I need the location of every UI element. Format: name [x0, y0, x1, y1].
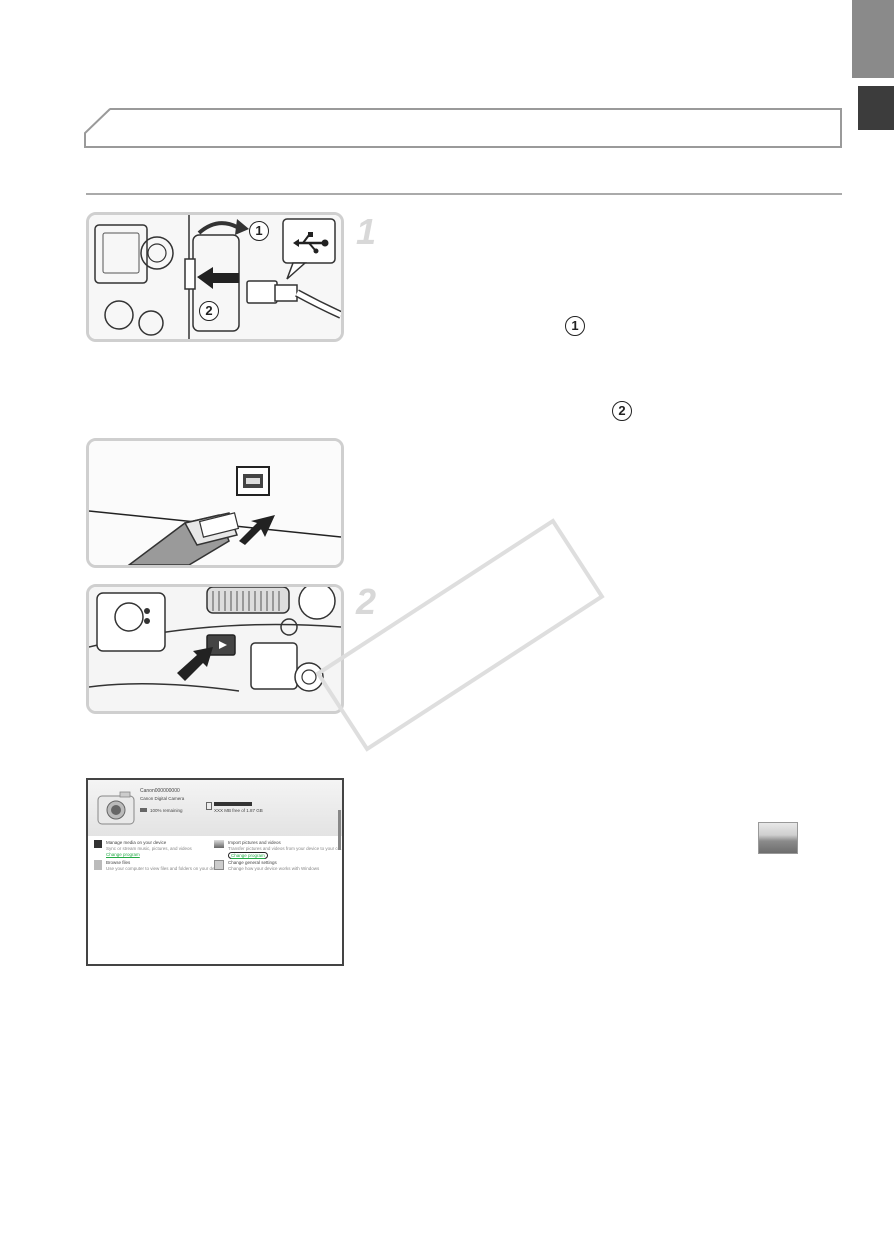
storage-bar	[214, 802, 252, 806]
camera-top-illustration	[89, 587, 341, 711]
inline-callout-2: 2	[612, 401, 632, 421]
figure-playback-button	[86, 584, 344, 714]
item-title[interactable]: Import pictures and videos	[228, 840, 281, 845]
figure-autoplay-dialog: Canon000000000 Canon Digital Camera 100%…	[86, 778, 344, 966]
step-number-1: 1	[356, 211, 377, 252]
callout-1: 1	[249, 221, 269, 241]
item-link-highlighted[interactable]: Change program	[228, 852, 268, 859]
camera-terminal-illustration	[89, 215, 341, 339]
settings-icon	[214, 860, 224, 870]
callout-2: 2	[199, 301, 219, 321]
step-number-2: 2	[356, 581, 377, 622]
battery-icon	[140, 808, 147, 812]
dialog-scrollbar[interactable]	[338, 810, 341, 850]
storage-status: XXX MB free of 1.87 GB	[214, 808, 263, 813]
media-icon	[94, 840, 102, 848]
item-title[interactable]: Change general settings	[228, 860, 277, 865]
chapter-tab-light	[852, 0, 894, 78]
storage-icon	[206, 802, 212, 810]
figure-computer-usb-port	[86, 438, 344, 568]
figure-camera-usb-port: 1 2	[86, 212, 344, 342]
item-desc: Change how your device works with Window…	[228, 866, 320, 871]
section-heading-box	[84, 108, 842, 148]
item-desc: Transfer pictures and videos from your d…	[228, 846, 344, 851]
item-link[interactable]: Change program	[106, 852, 140, 857]
camera-icon	[97, 791, 135, 825]
photos-app-icon	[758, 822, 798, 854]
device-type: Canon Digital Camera	[140, 796, 185, 801]
inline-callout-1: 1	[565, 316, 585, 336]
import-icon	[214, 840, 224, 848]
heading-corner-notch	[84, 108, 111, 135]
battery-status: 100% remaining	[150, 808, 183, 813]
copy-watermark	[315, 518, 605, 752]
folder-icon	[94, 860, 102, 870]
computer-usb-illustration	[89, 441, 341, 565]
item-title[interactable]: Manage media on your device	[106, 840, 167, 845]
item-title[interactable]: Browse files	[106, 860, 131, 865]
chapter-tab-active	[858, 86, 894, 130]
item-desc: Sync or stream music, pictures, and vide…	[106, 846, 192, 851]
section-rule	[86, 193, 842, 195]
item-desc: Use your computer to view files and fold…	[106, 866, 222, 871]
device-name: Canon000000000	[140, 788, 180, 794]
